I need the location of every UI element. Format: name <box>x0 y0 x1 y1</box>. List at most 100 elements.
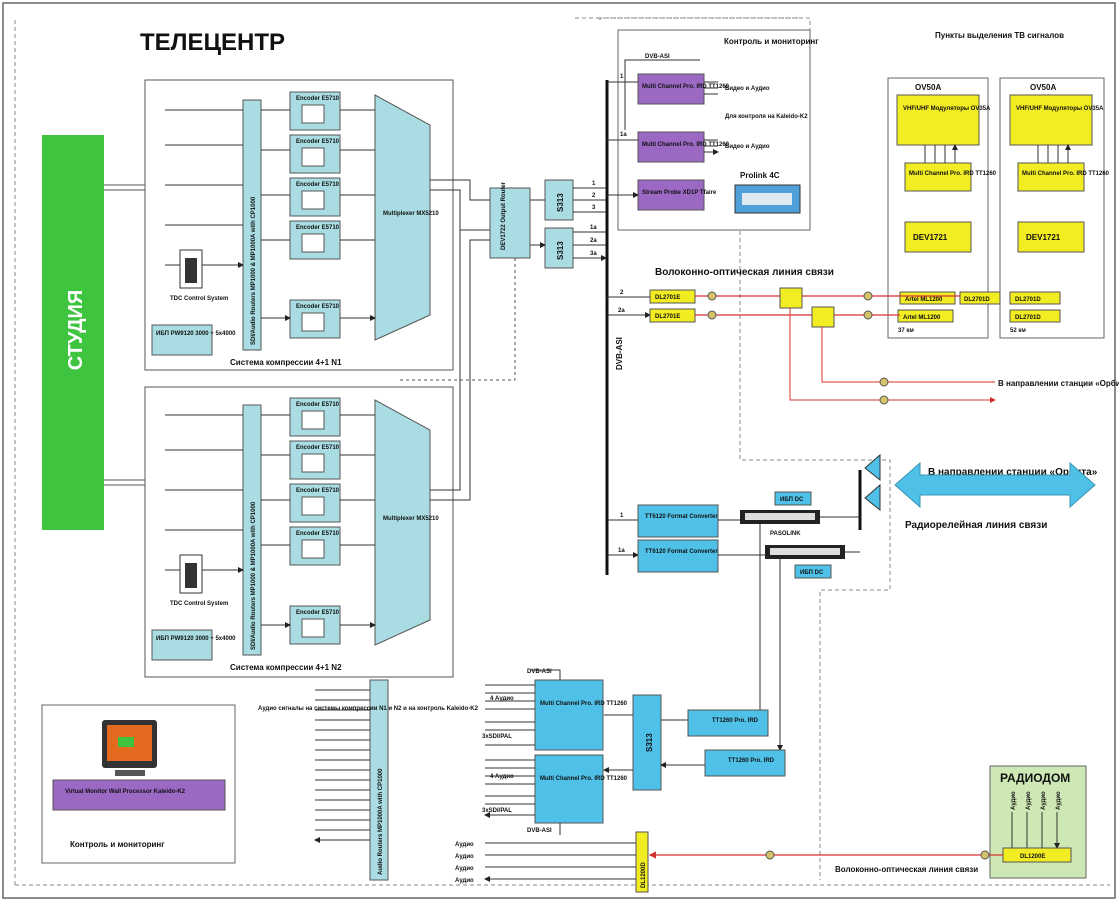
decoder-2-audio: 4 Аудио <box>490 774 514 780</box>
antenna-icon <box>864 453 881 512</box>
monitor-input-1a: 1a <box>620 132 627 138</box>
monitor-mcpro-2: Multi Channel Pro. IRD TT1260 <box>642 142 730 148</box>
compression-system-n2: SDI/Audio Routers MP1000 & MP1000A with … <box>144 386 454 678</box>
output-router-label: DEV1722 Output Router <box>501 181 507 250</box>
compression-system-n1: SDI/Audio Routers MP1000 & MP1000A with … <box>144 79 454 371</box>
router-n1-label: SDI/Audio Routers MP1000 & MP1000A with … <box>251 196 257 345</box>
switch-top-label: S313 <box>556 193 565 212</box>
output-router <box>489 187 531 259</box>
ups-n1: ИБП PW9120 3000 + 5x4000 <box>156 331 236 337</box>
fiber-tx-1-label: DL2701E <box>655 295 680 301</box>
station-2: OV50A VHF/UHF Модуляторы OV35A Multi Cha… <box>999 77 1110 339</box>
encoder-label: Encoder E5710 <box>296 531 340 537</box>
converter-1-input: 1 <box>620 513 624 519</box>
station-2-rx: DL2701D <box>1015 297 1041 303</box>
fiber-input-2: 2 <box>620 290 624 296</box>
tdc-n2: TDC Control System <box>170 601 228 607</box>
station-1-dev: DEV1721 <box>913 233 948 242</box>
encoder-label: Encoder E5710 <box>296 96 340 102</box>
station-1-rx: DL2701D <box>964 297 990 303</box>
monitor-box-title: Контроль и мониторинг <box>724 37 819 46</box>
decoder-1-asi: DVB-ASI <box>527 669 552 675</box>
fiber-input-2a: 2a <box>618 308 625 314</box>
dl-rx <box>635 831 649 893</box>
switch-bottom-label: S313 <box>556 241 565 260</box>
station-2-modulators: VHF/UHF Модуляторы OV35A <box>1016 106 1104 112</box>
encoder-label: Encoder E5710 <box>296 402 340 408</box>
audio-out-4: Аудио <box>455 878 474 884</box>
station-1-decoder: Multi Channel Pro. IRD TT1260 <box>909 171 997 177</box>
studio-block <box>42 135 104 530</box>
multiplexer-n1: Multiplexer MX5210 <box>383 211 439 217</box>
encoder-label: Encoder E5710 <box>296 225 340 231</box>
ibp-dc-2: ИБП DC <box>800 570 824 576</box>
converter-2-label: TT6120 Format Converter <box>645 549 718 555</box>
decoder-2: Multi Channel Pro. IRD TT1260 DVB-ASI 4 … <box>482 754 628 834</box>
monitor-dvb-asi: DVB-ASI <box>645 54 670 60</box>
tdc-n1: TDC Control System <box>170 296 228 302</box>
audio-note: Аудио сигналы на системы компрессии N1 и… <box>258 706 479 712</box>
monitor-wall: Virtual Monitor Wall Processor Kaleido-K… <box>41 704 236 864</box>
prolink-label: Prolink 4C <box>740 171 780 180</box>
station-2-rx2: DL2701D <box>1015 315 1041 321</box>
monitor-wall-processor: Virtual Monitor Wall Processor Kaleido-K… <box>65 789 186 795</box>
decoder-2-label: Multi Channel Pro. IRD TT1260 <box>540 776 628 782</box>
output-1a: 1a <box>590 225 597 231</box>
encoder-label: Encoder E5710 <box>296 304 340 310</box>
station-2-name: OV50A <box>1030 83 1056 92</box>
radio-fiber-label: Волоконно-оптическая линия связи <box>835 865 978 874</box>
decoder-2-asi: DVB-ASI <box>527 828 552 834</box>
telecenter-dashed-border <box>14 20 1110 886</box>
studio-label: СТУДИЯ <box>65 290 87 371</box>
monitor-input-1: 1 <box>620 74 624 80</box>
allocation-title: Пункты выделения ТВ сигналов <box>935 31 1064 40</box>
converter-2 <box>637 539 719 573</box>
decoder-2-video: 3xSDI/PAL <box>482 808 512 814</box>
compression-n2-label: Система компрессии 4+1 N2 <box>230 663 342 672</box>
multiplexer-n2: Multiplexer MX5210 <box>383 516 439 522</box>
radiodom-input-1: Аудио <box>1011 791 1017 810</box>
station-1-name: OV50A <box>915 83 941 92</box>
station-2-decoder: Multi Channel Pro. IRD TT1260 <box>1022 171 1110 177</box>
decoder-1-audio: 4 Аудио <box>490 696 514 702</box>
output-3a: 3a <box>590 251 597 257</box>
audio-out-3: Аудио <box>455 866 474 872</box>
video-audio-1: Видео и Аудио <box>725 86 770 92</box>
encoder-label: Encoder E5710 <box>296 139 340 145</box>
encoder-label: Encoder E5710 <box>296 445 340 451</box>
video-audio-2: Видео и Аудио <box>725 144 770 150</box>
receiver-1 <box>687 709 769 737</box>
output-3: 3 <box>592 205 596 211</box>
radio-relay-label: Радиорелейная линия связи <box>905 520 1047 531</box>
output-2: 2 <box>592 193 596 199</box>
monitor-mcpro-1: Multi Channel Pro. IRD TT1260 <box>642 84 730 90</box>
kaleido-note: Для контроля на Kaleido-K2 <box>725 114 808 120</box>
compression-n1-label: Система компрессии 4+1 N1 <box>230 358 342 367</box>
fiber-label-top: Волоконно-оптическая линия связи <box>655 267 834 278</box>
encoders-n1: Encoder E5710 Encoder E5710 Encoder E571… <box>289 91 341 339</box>
radiodom-input-3: Аудио <box>1041 791 1047 810</box>
station-1: OV50A VHF/UHF Модуляторы OV35A Multi Cha… <box>887 77 997 339</box>
radio-link-arrow <box>894 461 1096 509</box>
pasolink-label: PASOLINK <box>770 531 801 537</box>
converter-1-label: TT6120 Format Converter <box>645 514 718 520</box>
stream-probe: Stream Probe XD1P Tfaire <box>642 190 717 196</box>
converter-2-input: 1a <box>618 548 625 554</box>
audio-router-label: Audio Routers MP1000A with CP1000 <box>378 768 384 875</box>
receiver-1-label: TT1260 Pro. IRD <box>712 718 759 724</box>
dvb-asi-bus-label: DVB-ASI <box>615 337 624 370</box>
output-1: 1 <box>592 181 596 187</box>
switch-lower-label: S313 <box>645 733 654 752</box>
router-n2-label: SDI/Audio Routers MP1000 & MP1000A with … <box>251 501 257 650</box>
converter-1 <box>637 504 719 538</box>
station-1-rx2: Artel ML1200 <box>903 315 941 321</box>
fiber-tx-2-label: DL2701E <box>655 314 680 320</box>
ibp-dc-1: ИБП DC <box>780 497 804 503</box>
station-1-dist: 37 км <box>898 328 914 334</box>
orbita-direction: В направлении станции «Орбита» <box>998 379 1119 388</box>
radiodom-title: РАДИОДОМ <box>1000 771 1070 785</box>
decoder-1-label: Multi Channel Pro. IRD TT1260 <box>540 701 628 707</box>
radiodom-tx: DL1200E <box>1020 854 1045 860</box>
station-2-dev: DEV1721 <box>1026 233 1061 242</box>
